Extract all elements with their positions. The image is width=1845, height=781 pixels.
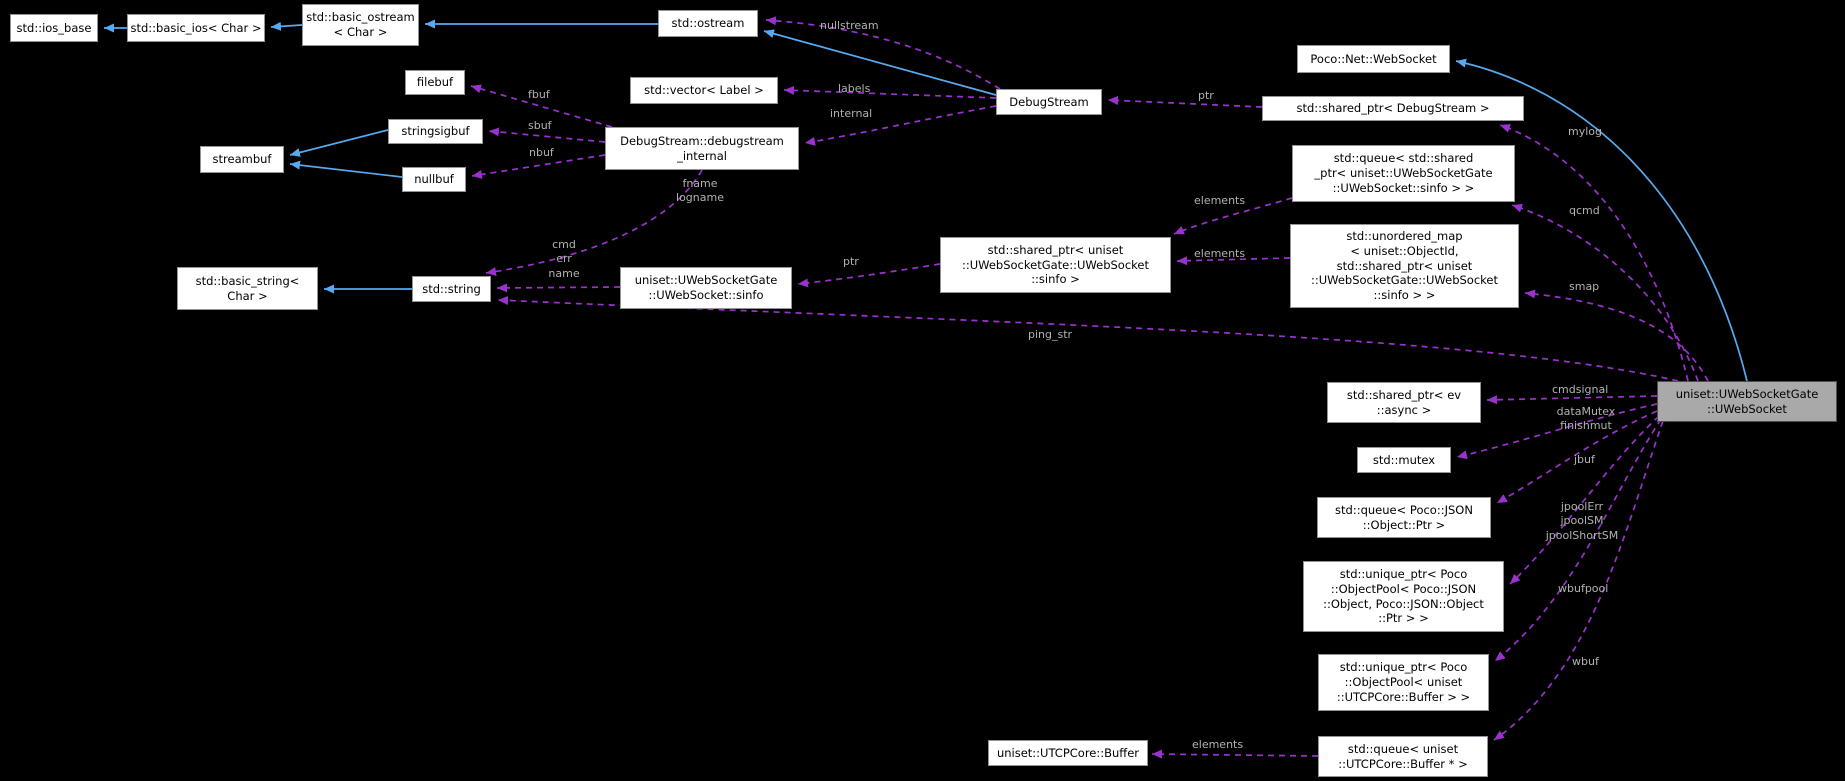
edge-qcmd	[1511, 203, 1699, 382]
node-unordered-map-sinfo[interactable]: std::unordered_map < uniset::ObjectId, s…	[1290, 224, 1519, 308]
edge-label-labels: labels	[838, 82, 871, 95]
node-debugstream-internal[interactable]: DebugStream::debugstream _internal	[605, 127, 799, 170]
edge-label-ping-str: ping_str	[1028, 328, 1073, 341]
edge-fbuf	[470, 84, 613, 128]
node-utcpcore-buffer[interactable]: uniset::UTCPCore::Buffer	[988, 740, 1148, 766]
node-queue-shared-ptr-sinfo[interactable]: std::queue< std::shared _ptr< uniset::UW…	[1292, 145, 1515, 202]
edge-label-cmdsignal: cmdsignal	[1552, 383, 1609, 396]
edge-elements-queue-sinfo	[1173, 197, 1293, 235]
edge-wbufpool	[1494, 418, 1662, 662]
edge-label-fname-logname: fname logname	[676, 177, 724, 205]
edge-label-nbuf: nbuf	[529, 146, 554, 159]
edge-label-mylog: mylog	[1568, 125, 1602, 138]
node-shared-ptr-sinfo[interactable]: std::shared_ptr< uniset ::UWebSocketGate…	[940, 237, 1171, 293]
node-unique-ptr-buffer-pool[interactable]: std::unique_ptr< Poco ::ObjectPool< unis…	[1318, 654, 1489, 711]
edge-label-wbufpool: wbufpool	[1558, 582, 1609, 595]
edge-label-smap: smap	[1569, 280, 1600, 293]
edge-label-wbuf: wbuf	[1572, 655, 1599, 668]
edge-inherit-uwebsocket-websocket	[1455, 58, 1748, 382]
edge-jbuf	[1496, 410, 1658, 504]
edge-label-internal: internal	[830, 107, 873, 120]
node-std-vector-label[interactable]: std::vector< Label >	[630, 77, 778, 104]
edge-label-datamutex-finishmut: dataMutex finishmut	[1556, 405, 1616, 433]
edge-nullstream	[765, 16, 1001, 90]
edge-jpool	[1509, 415, 1660, 585]
node-uwebsocketgate-uwebsocket-main[interactable]: uniset::UWebSocketGate ::UWebSocket	[1657, 381, 1837, 422]
edge-datamutex-finishmut	[1456, 403, 1658, 460]
edge-elements-map-sinfo	[1176, 256, 1291, 266]
node-std-basic-string[interactable]: std::basic_string< Char >	[177, 267, 318, 310]
node-streambuf[interactable]: streambuf	[200, 146, 284, 173]
edge-elements-buffer	[1151, 749, 1319, 759]
edge-label-sbuf: sbuf	[528, 119, 552, 132]
node-std-mutex[interactable]: std::mutex	[1357, 447, 1451, 473]
edge-label-qcmd: qcmd	[1569, 204, 1600, 217]
edge-inherit-nullbuf-streambuf	[289, 160, 403, 178]
edge-label-jpool: jpoolErr jpoolSM jpoolShortSM	[1545, 500, 1619, 542]
edge-inherit-stringsigbuf-streambuf	[289, 129, 389, 157]
edge-wbuf	[1493, 420, 1664, 741]
edge-ptr-debugstream	[1107, 95, 1263, 108]
edge-ptr-sinfo	[797, 263, 941, 288]
edge-label-fbuf: fbuf	[528, 88, 550, 101]
node-stringsigbuf[interactable]: stringsigbuf	[388, 119, 483, 144]
edge-label-ptr-debugstream: ptr	[1198, 89, 1214, 102]
node-shared-ptr-debugstream[interactable]: std::shared_ptr< DebugStream >	[1262, 96, 1524, 121]
edge-smap	[1524, 289, 1709, 382]
edge-ping-str	[497, 295, 1679, 382]
node-filebuf[interactable]: filebuf	[405, 70, 465, 95]
node-queue-utcpcore-buffer[interactable]: std::queue< uniset ::UTCPCore::Buffer * …	[1318, 736, 1488, 777]
edge-label-jbuf: jbuf	[1574, 453, 1595, 466]
edge-labels	[783, 85, 997, 99]
edge-sbuf	[488, 127, 606, 143]
edge-label-ptr-sinfo: ptr	[843, 255, 859, 268]
edge-label-cmd-err-name: cmd err name	[548, 238, 580, 280]
edge-internal	[804, 105, 997, 146]
edge-mylog	[1499, 124, 1689, 382]
node-std-basic-ios[interactable]: std::basic_ios< Char >	[127, 14, 265, 42]
node-std-ostream[interactable]: std::ostream	[658, 10, 758, 37]
node-nullbuf[interactable]: nullbuf	[402, 167, 466, 192]
node-unique-ptr-json-pool[interactable]: std::unique_ptr< Poco ::ObjectPool< Poco…	[1303, 561, 1504, 632]
edge-label-elements-queue-sinfo: elements	[1194, 194, 1246, 207]
edge-label-nullstream: nullstream	[820, 19, 879, 32]
node-std-basic-ostream[interactable]: std::basic_ostream < Char >	[302, 4, 419, 46]
edge-inherit-basicostream-basicios	[270, 21, 303, 31]
edge-inherit-debugstream-ostream	[763, 29, 997, 96]
edge-nbuf	[471, 154, 606, 179]
node-poco-net-websocket[interactable]: Poco::Net::WebSocket	[1297, 45, 1450, 73]
edge-label-elements-buffer: elements	[1192, 738, 1244, 751]
node-queue-poco-json[interactable]: std::queue< Poco::JSON ::Object::Ptr >	[1317, 497, 1491, 538]
node-std-string[interactable]: std::string	[412, 276, 491, 302]
node-debugstream[interactable]: DebugStream	[996, 89, 1102, 115]
edge-label-elements-map-sinfo: elements	[1194, 247, 1246, 260]
node-std-ios-base[interactable]: std::ios_base	[10, 14, 98, 42]
edge-cmd-err-name	[496, 283, 621, 293]
node-shared-ptr-ev-async[interactable]: std::shared_ptr< ev ::async >	[1327, 382, 1481, 423]
node-uwebsocket-sinfo[interactable]: uniset::UWebSocketGate ::UWebSocket::sin…	[620, 267, 792, 309]
